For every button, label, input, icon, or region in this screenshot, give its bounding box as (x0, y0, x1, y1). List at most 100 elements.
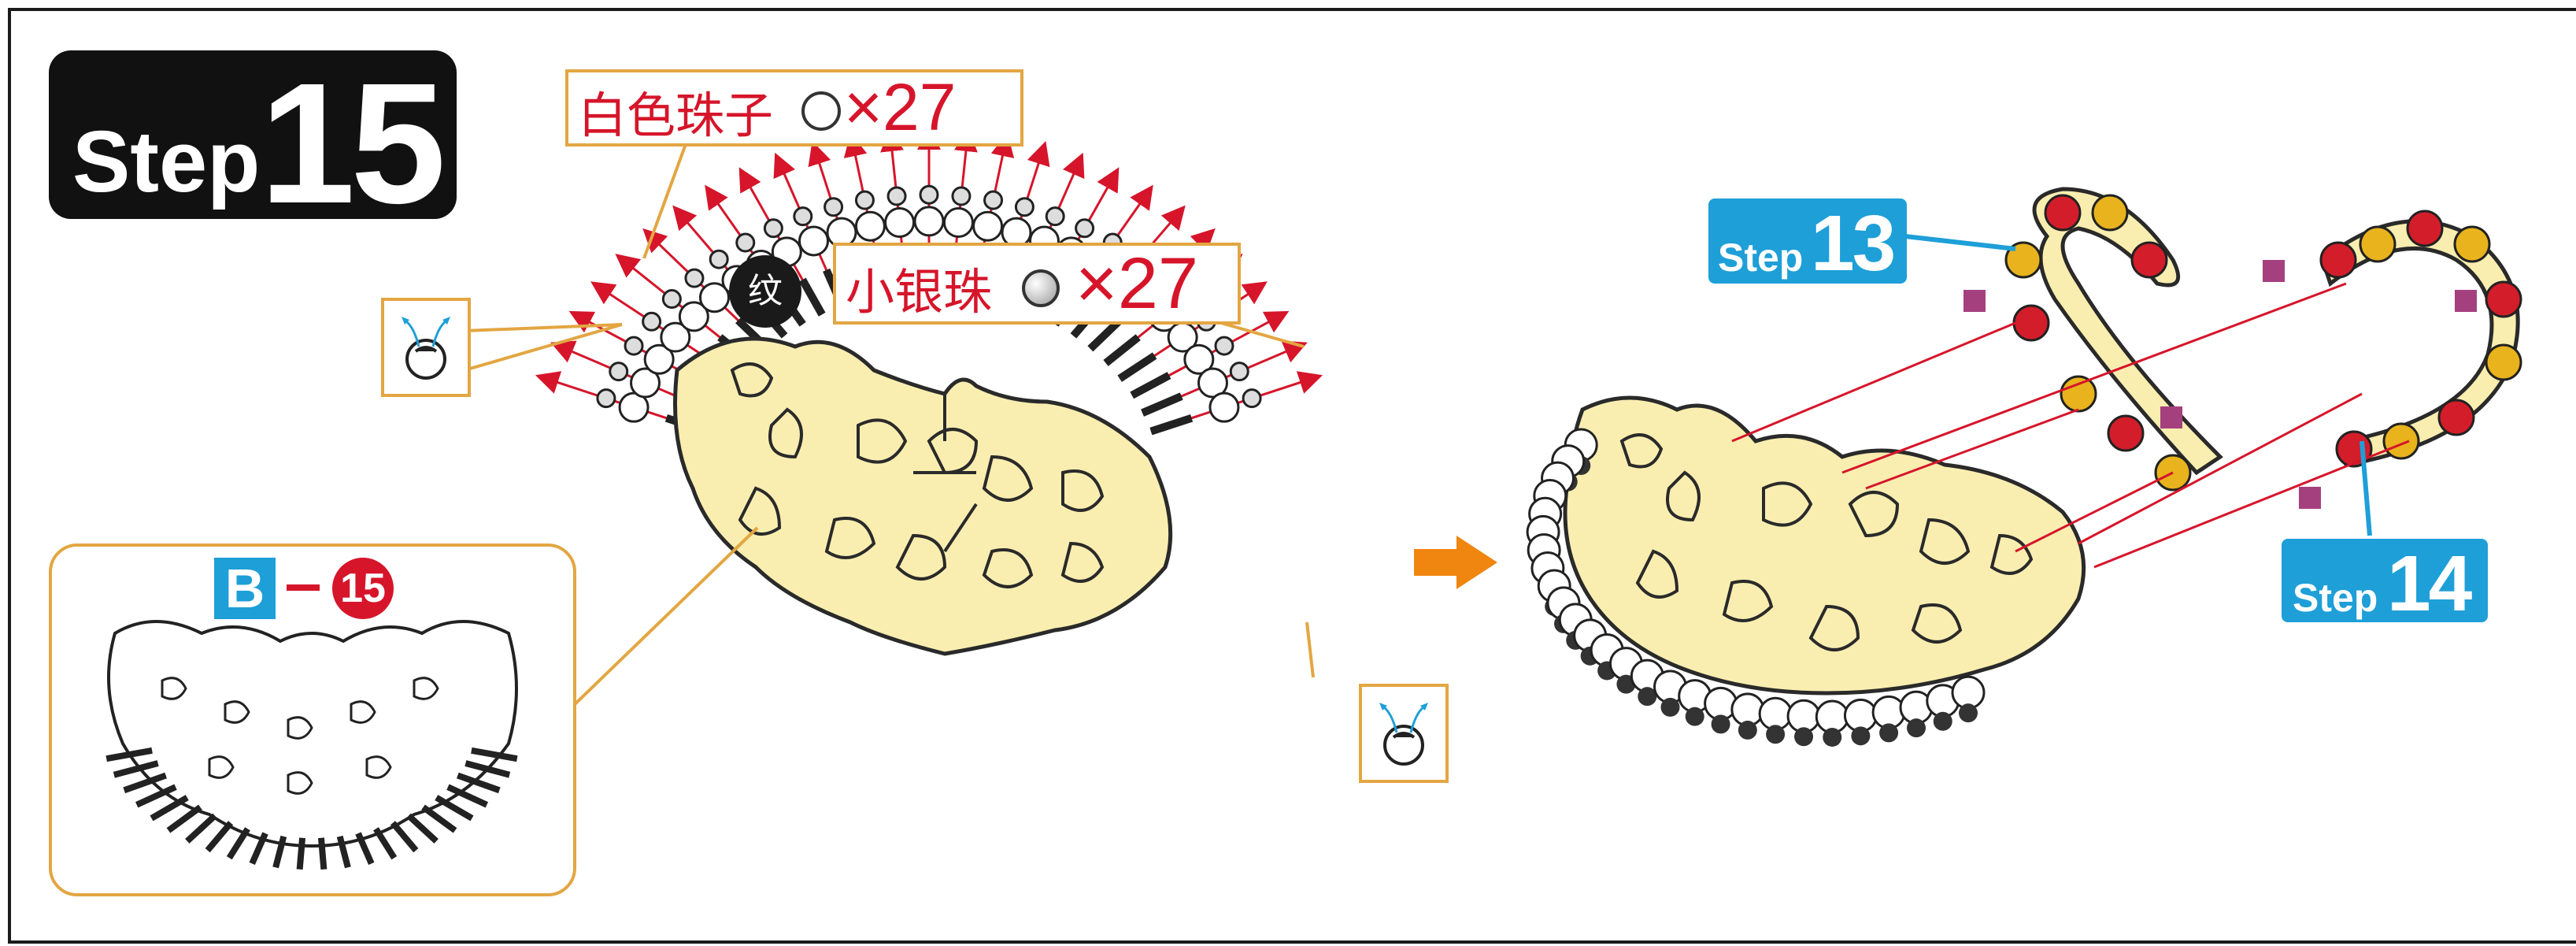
silver-bead-icon (919, 184, 939, 205)
part-tab (272, 835, 287, 869)
part-callout (49, 543, 576, 896)
bead-knot-icon (402, 317, 450, 380)
finished-bead (1678, 679, 1712, 726)
step-number: 15 (260, 48, 446, 239)
bead-icon (2130, 241, 2168, 279)
silver-bead-icon (1022, 269, 1060, 307)
part-tab (446, 784, 489, 808)
part-tab (123, 772, 167, 794)
finished-bead (1730, 692, 1765, 740)
finished-bead (1951, 675, 1986, 723)
silver-bead-icon (886, 186, 907, 206)
finished-bead (1704, 686, 1738, 734)
bead-strand (773, 152, 846, 308)
part-tab (135, 784, 177, 808)
part-tab (471, 747, 518, 762)
silver-beads-text: 小银珠 (846, 263, 993, 321)
part-tab (185, 813, 217, 844)
bead-icon (2485, 280, 2522, 318)
bead-strand-step13 (2004, 187, 2223, 492)
silver-beads-label: 小银珠 ×27 (833, 243, 1241, 325)
part-number: 15 (332, 558, 394, 619)
part-tab (205, 821, 234, 853)
page-frame (8, 8, 2576, 944)
bead-icon (2319, 241, 2357, 279)
part-tab (435, 795, 474, 822)
silver-bead-icon (709, 249, 729, 269)
finished-bead (1758, 696, 1793, 744)
part-tab (249, 832, 268, 865)
silver-bead-icon (793, 206, 813, 227)
white-beads-label: 白色珠子 ×27 (565, 69, 1023, 147)
part-tab (317, 837, 328, 870)
white-bead-icon (913, 206, 945, 237)
bead-strand-step14 (2319, 210, 2522, 468)
white-bead-icon (1197, 367, 1228, 399)
alignment-markers (1963, 260, 2477, 509)
silver-bead-icon (624, 336, 644, 356)
part-tab (355, 832, 375, 865)
step-word: Step (72, 113, 261, 210)
part-dash (287, 584, 320, 591)
part-tab (406, 813, 439, 844)
white-beads-text: 白色珠子 (578, 87, 774, 144)
assembled-piece (1563, 395, 2086, 696)
bead-icon (2004, 241, 2042, 279)
finished-bead (1815, 699, 1849, 747)
bead-icon (2406, 210, 2444, 247)
silver-bead-icon (1014, 197, 1034, 217)
white-bead-icon (972, 210, 1004, 242)
finished-bead (1786, 699, 1821, 747)
bead-icon (2107, 414, 2145, 452)
silver-bead-icon (1214, 336, 1234, 356)
bead-icon (2091, 194, 2129, 232)
knot-callout-right (1359, 684, 1449, 783)
bead-strand (1141, 340, 1308, 417)
part-tab (373, 827, 398, 860)
finished-bead (1926, 684, 1960, 731)
white-bead-icon (798, 225, 830, 257)
white-bead-icon (854, 210, 886, 242)
silver-bead-icon (763, 218, 783, 239)
step13-tag: Step 13 (1708, 198, 1907, 288)
part-tab (226, 827, 250, 860)
white-bead-icon (643, 343, 675, 375)
part-tab (457, 772, 501, 794)
part-tab (150, 795, 189, 822)
step14-number: 14 (2387, 540, 2472, 628)
white-bead-icon (884, 206, 916, 238)
white-bead-icon (630, 367, 661, 399)
silver-bead-icon (951, 186, 972, 206)
part-tab (105, 747, 153, 762)
part-tab (336, 835, 351, 869)
silver-bead-icon (1242, 388, 1262, 409)
part-letter: B (214, 558, 276, 619)
bead-icon (2485, 343, 2522, 381)
step13-number: 13 (1811, 199, 1896, 288)
white-bead-icon (698, 282, 730, 313)
part-tab (166, 804, 202, 833)
part-tab (113, 760, 159, 778)
bead-icon (2044, 194, 2082, 232)
bead-icon (2335, 430, 2373, 468)
white-bead-icon (801, 91, 841, 131)
step-badge: Step 15 (49, 48, 457, 239)
bead-strand (1149, 371, 1323, 436)
white-bead-icon (660, 321, 691, 353)
white-bead-icon (618, 391, 650, 423)
bead-strand (738, 167, 826, 317)
arrow-right-icon (1414, 536, 1497, 589)
part-tab (421, 804, 457, 833)
part-b15-outline (105, 620, 518, 870)
part-tab (390, 821, 419, 853)
silver-beads-count: ×27 (1075, 243, 1199, 324)
silver-bead-icon (1229, 362, 1249, 382)
silver-bead-icon (854, 190, 875, 210)
pattern-marker: 纹 (729, 255, 801, 328)
lace-panel-left (673, 336, 1173, 656)
step13-word: Step (1718, 236, 1804, 280)
bead-icon (2453, 225, 2491, 263)
white-bead-icon (1208, 391, 1240, 423)
bead-icon (2012, 304, 2050, 342)
silver-bead-icon (596, 388, 616, 409)
